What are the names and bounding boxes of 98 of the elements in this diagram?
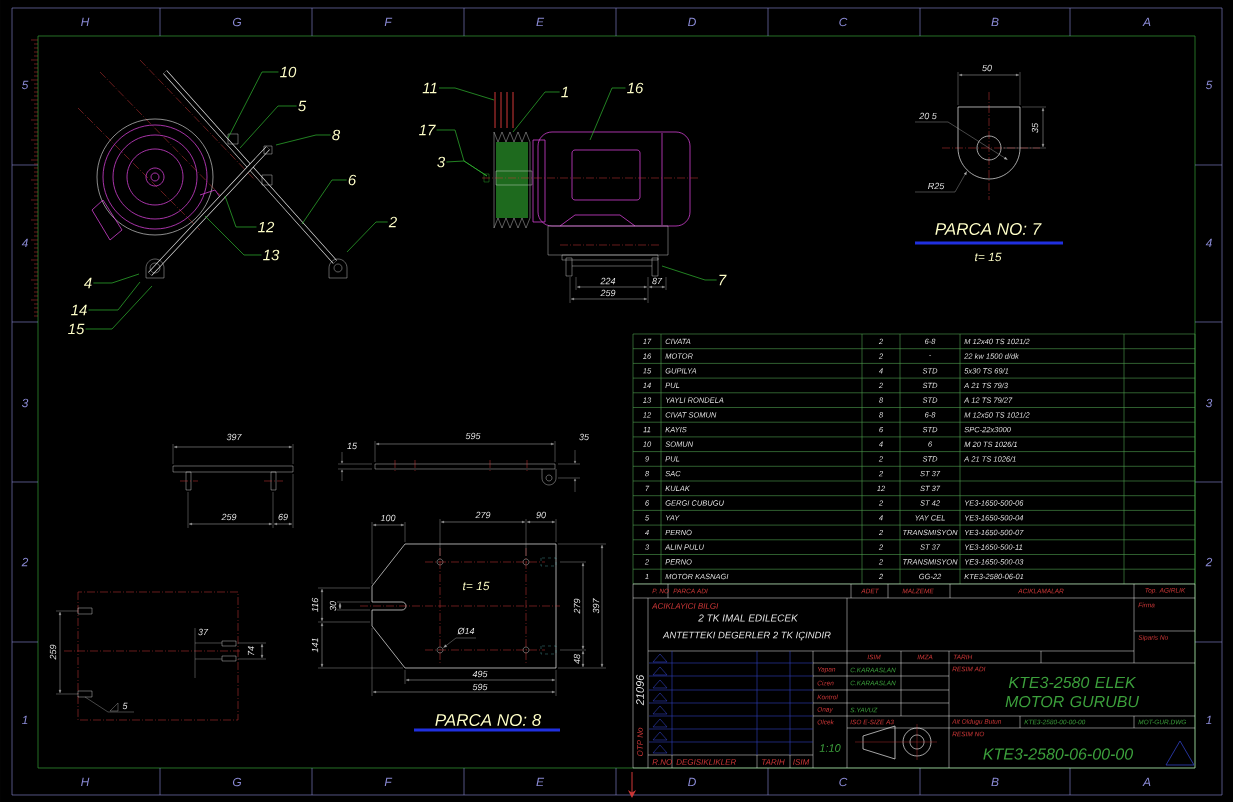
dimension-text: 279 [573,598,581,614]
dimension-text: 100 [380,514,396,522]
zone-letter: C [839,777,848,787]
callout-number: 6 [348,174,357,186]
leader-line [301,179,347,225]
leader-line [93,273,140,284]
dimension-text: 50 [982,64,992,72]
dimension-text: 5 [122,702,128,710]
zone-number: 1 [1206,715,1212,725]
leader-line [589,87,626,141]
note-text: 2 TK IMAL EDILECEK [698,614,799,622]
dimension-text: 90 [536,511,546,519]
thickness-note: t= 15 [975,252,1002,262]
zone-letter: G [232,777,242,787]
zone-letter: A [1142,17,1151,27]
field-label: DEGISIKLIKLER [676,759,736,765]
drawing-number: KTE3-2580-06-00-00 [983,748,1133,760]
dimension-text: 20 5 [919,112,937,120]
zone-letter: B [991,777,999,787]
dimension-text: 259 [221,513,237,521]
zone-letter: D [688,17,696,27]
leader-line [438,87,495,101]
field-label: OTP No [637,727,643,756]
scale-value: 1:10 [819,744,841,752]
dimension-text: 15 [347,442,358,450]
zone-letter: A [1142,777,1151,787]
drawing-title: KTE3-2580 ELEK MOTOR GURUBU [1005,676,1140,708]
zone-letter: F [384,17,393,27]
dimension-text: 35 [579,433,590,441]
zone-number: 3 [21,398,29,408]
leader-line [446,160,488,177]
zone-letter: F [384,777,393,787]
dimension-text: 69 [278,513,288,521]
callout-number: 16 [627,82,644,94]
leader-line [227,71,279,139]
file-number: 21096 [636,674,644,706]
dimension-text: 224 [600,277,616,285]
note-text: ANTETTEKI DEGERLER 2 TK IÇINDIR [662,631,831,641]
zone-number: 5 [21,80,29,90]
dimension-text: 30 [329,601,337,611]
zone-letter: D [688,777,696,787]
callout-number: 4 [83,277,92,289]
dimension-text: 74 [247,646,255,656]
leader-line [88,281,141,311]
zone-letter: H [81,777,90,787]
dimension-text: 87 [652,277,663,285]
dimension-text: 48 [573,654,581,664]
callout-number: 7 [719,274,727,286]
field-label: ISIM [793,759,810,765]
leader-line [204,215,262,256]
field-label: R.NO [652,759,672,765]
callout-number: 17 [419,124,436,136]
leader-line [346,221,388,253]
dimension-text: 259 [49,644,57,660]
tensioner-assembly-drawing [77,59,348,279]
dimension-text: R25 [928,182,945,190]
leader-line [85,285,153,330]
zone-letter: C [839,17,848,27]
dimension-text: 37 [198,628,209,636]
dimension-text: 397 [592,598,600,614]
leader-line [275,134,331,146]
zone-number: 3 [1205,398,1213,408]
dimension-text: 279 [475,511,491,519]
callout-number: 15 [68,323,85,335]
field-label: ACIKLAYICI BILGI [651,603,719,609]
part-title: PARCA NO: 8 [435,713,542,726]
dimension-text: 141 [311,638,319,653]
dimension-text: 595 [472,683,488,691]
callout-number: 11 [422,82,437,94]
leader-line [512,91,560,133]
dimension-text: 397 [226,433,242,441]
zone-number: 4 [1205,238,1212,248]
zone-letter: E [536,17,545,27]
callout-number: 1 [561,86,568,98]
leader-line [661,265,717,281]
callout-number: 2 [388,216,397,228]
zone-letter: H [81,17,90,27]
field-label: TARIH [762,759,785,765]
dimension-text: 495 [472,670,488,678]
callout-number: 14 [71,304,87,316]
dimension-text: Ø14 [457,627,475,635]
zone-number: 5 [1205,80,1213,90]
zone-number: 4 [21,238,28,248]
dimension-text: 116 [311,597,319,612]
callout-number: 3 [437,156,446,168]
leader-line [239,105,297,149]
zone-letter: E [536,777,545,787]
zone-number: 2 [1205,557,1213,567]
dimension-text: 595 [465,432,481,440]
zone-number: 2 [21,557,29,567]
zone-letter: G [232,17,242,27]
part-title: PARCA NO: 7 [935,223,1042,235]
dimension-text: 35 [1031,122,1039,133]
zone-number: 1 [22,715,28,725]
thickness-note: t= 15 [463,581,490,591]
zone-letter: B [991,17,999,27]
leader-line [224,195,257,228]
dimension-text: 259 [600,289,616,297]
